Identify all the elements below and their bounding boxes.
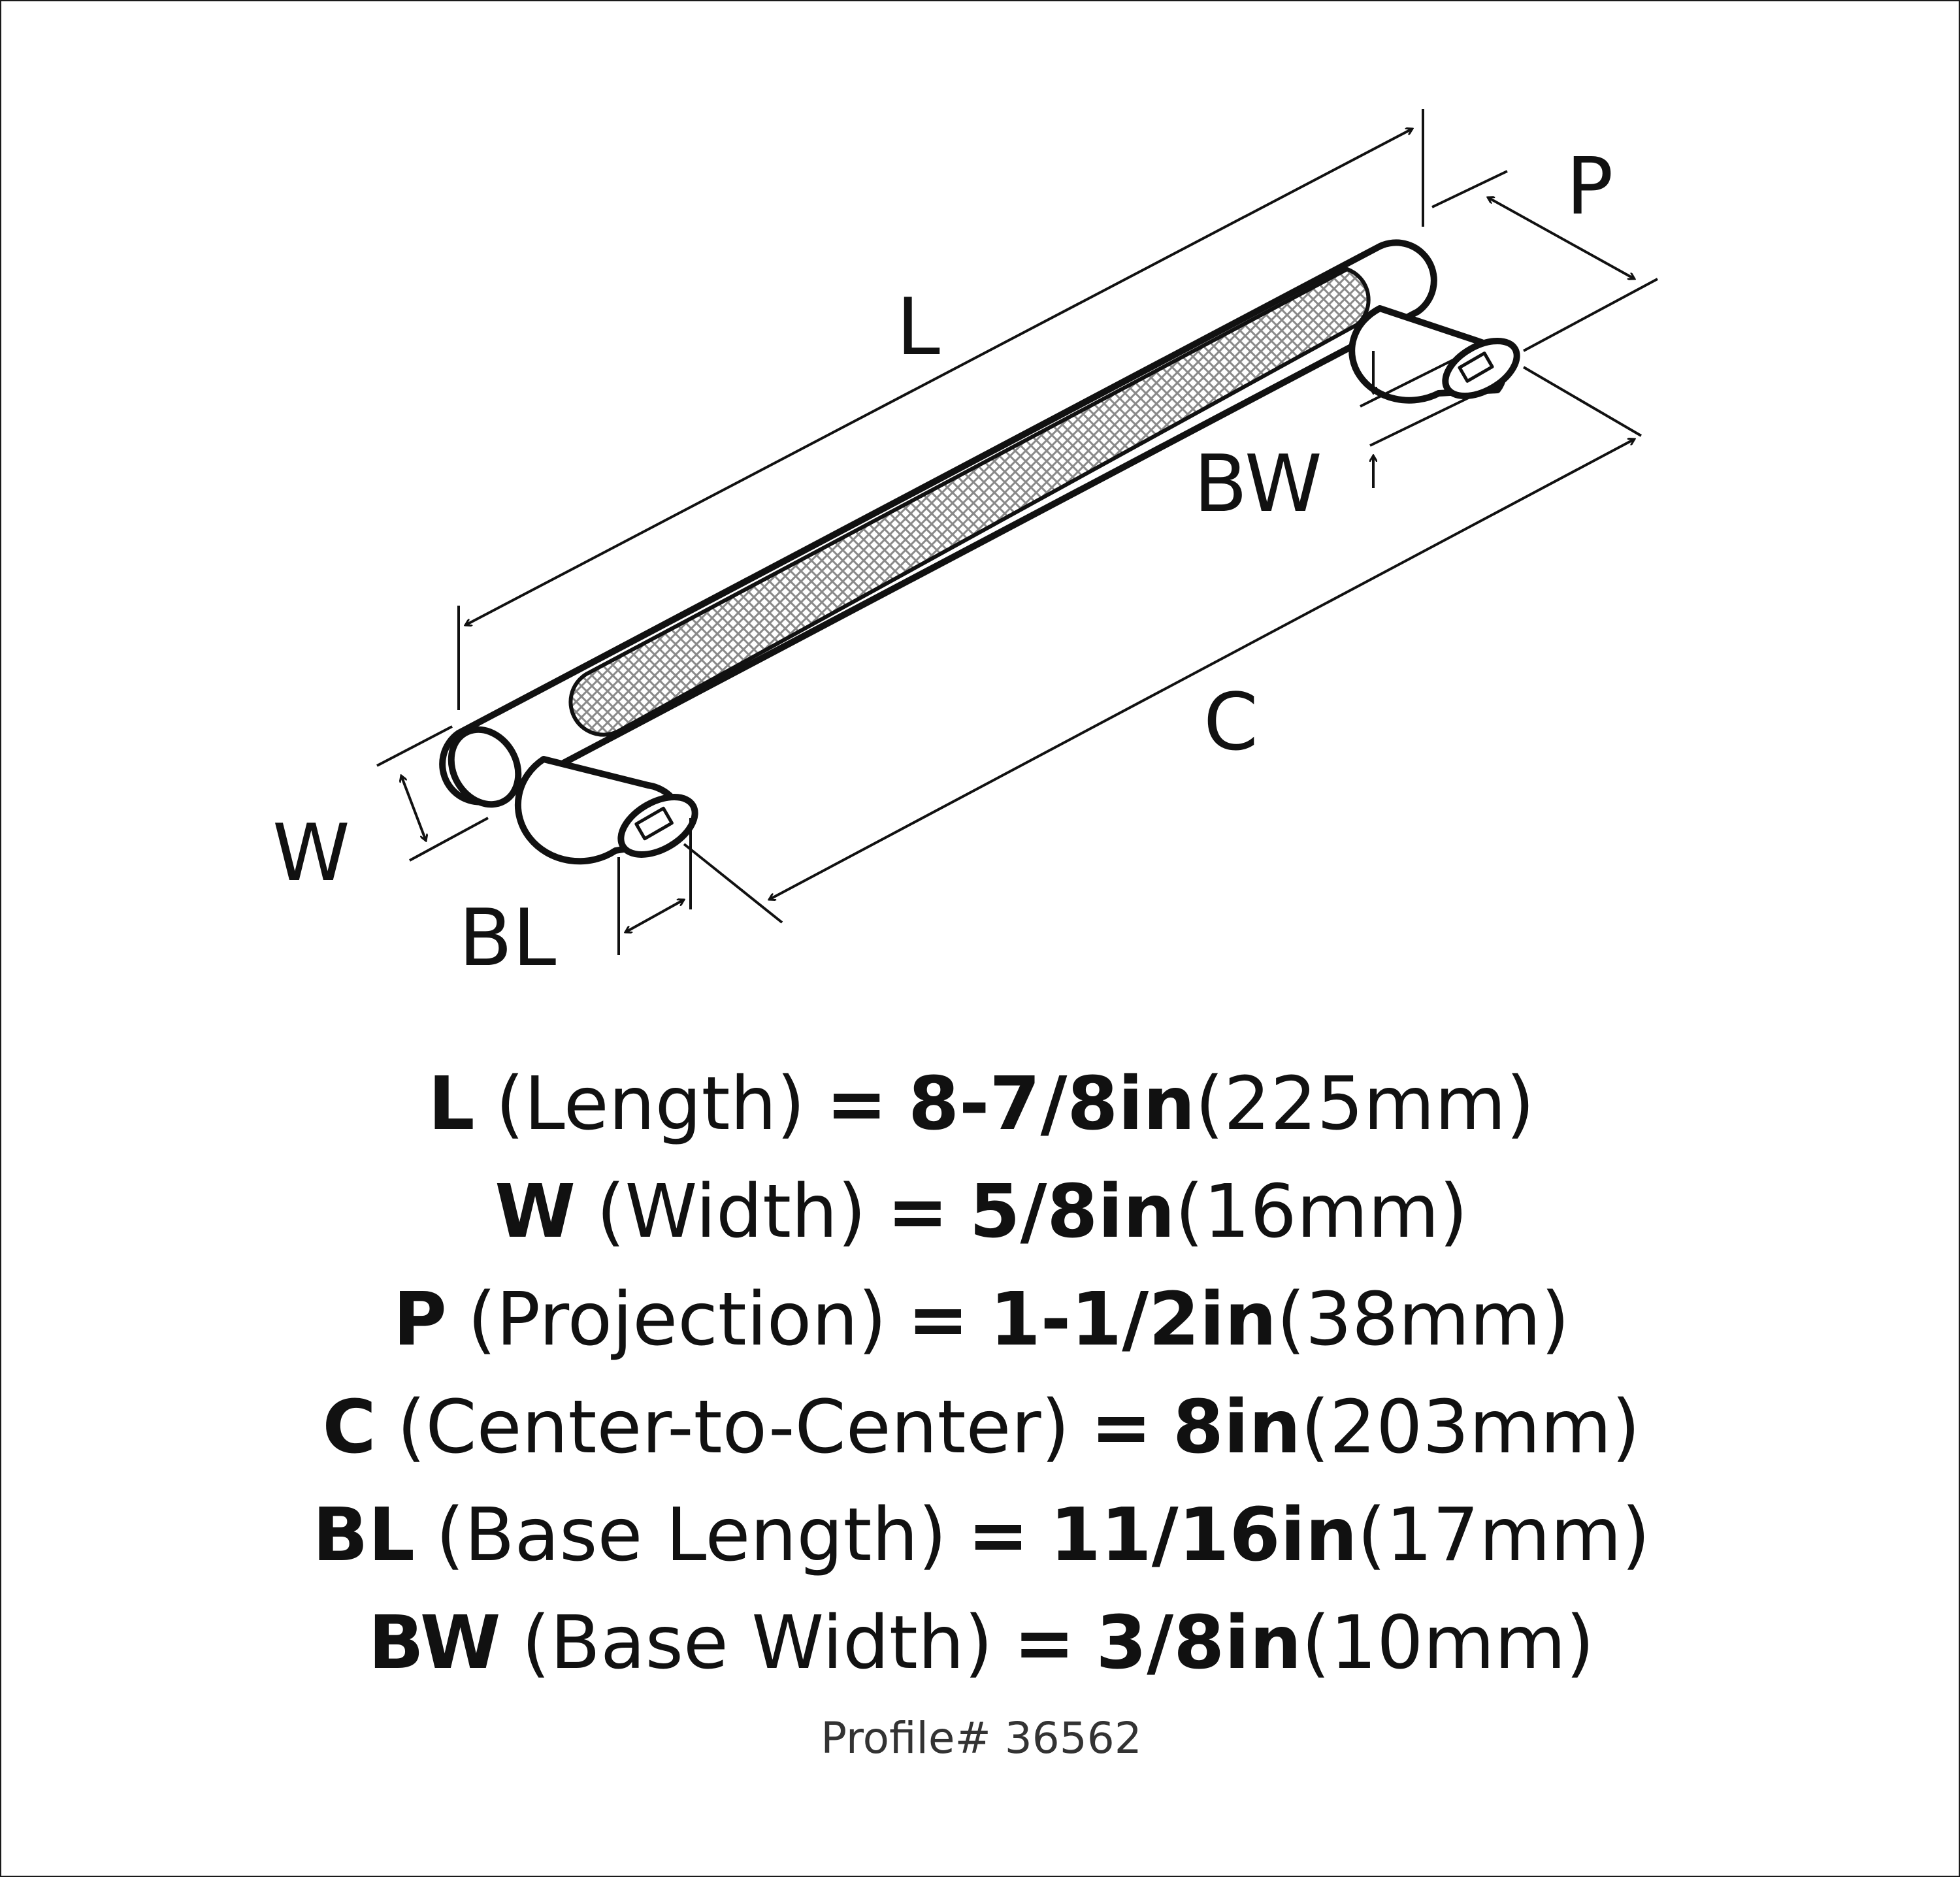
- right-base-slot: [1458, 351, 1494, 383]
- label-w: W: [272, 808, 350, 899]
- spec-row-base-width: BW (Base Width) = 3/8in (10mm): [1, 1589, 1960, 1697]
- spec-code: W: [495, 1169, 576, 1254]
- spec-code: P: [393, 1277, 447, 1362]
- spec-row-base-length: BL (Base Length) = 11/16in (17mm): [1, 1481, 1960, 1589]
- spec-imperial: 3/8in: [1096, 1600, 1302, 1686]
- spec-equals: =: [1090, 1384, 1152, 1470]
- spec-name: (Center-to-Center): [397, 1384, 1070, 1470]
- spec-name: (Base Width): [521, 1600, 993, 1686]
- bw-extension-top: [1360, 353, 1465, 408]
- dimension-spec-list: L (Length) = 8-7/8in (225mm) W (Width) =…: [1, 1050, 1960, 1697]
- p-extension-bottom: [1523, 278, 1658, 352]
- p-extension-top: [1431, 170, 1508, 208]
- spec-row-width: W (Width) = 5/8in (16mm): [1, 1158, 1960, 1265]
- l-dimension-arrow: [465, 129, 1413, 625]
- spec-name: (Projection): [467, 1277, 887, 1362]
- bw-extension-bottom: [1369, 392, 1478, 447]
- spec-imperial: 8-7/8in: [908, 1061, 1196, 1147]
- w-dimension-arrow: [401, 775, 426, 841]
- p-dimension-arrow: [1488, 197, 1635, 279]
- pull-handle-diagram: L P BW C W BL: [272, 109, 1658, 984]
- c-extension-left: [683, 843, 783, 924]
- spec-metric: (16mm): [1175, 1169, 1468, 1254]
- spec-name: (Width): [596, 1169, 866, 1254]
- c-extension-right: [1522, 366, 1642, 437]
- left-end-cap: [448, 726, 522, 808]
- label-bl: BL: [459, 893, 556, 984]
- spec-name: (Base Length): [436, 1492, 947, 1578]
- w-extension-bottom: [409, 817, 489, 862]
- label-p: P: [1566, 142, 1613, 233]
- spec-name: (Length): [495, 1061, 806, 1147]
- spec-imperial: 5/8in: [969, 1169, 1175, 1254]
- spec-imperial: 11/16in: [1049, 1492, 1358, 1578]
- spec-equals: =: [907, 1277, 969, 1362]
- dimension-labels: L P BW C W BL: [272, 142, 1613, 984]
- spec-imperial: 1-1/2in: [989, 1277, 1277, 1362]
- spec-metric: (225mm): [1195, 1061, 1535, 1147]
- spec-metric: (17mm): [1357, 1492, 1650, 1578]
- spec-row-center-to-center: C (Center-to-Center) = 8in (203mm): [1, 1373, 1960, 1481]
- spec-code: BL: [312, 1492, 415, 1578]
- spec-equals: =: [1013, 1600, 1075, 1686]
- label-c: C: [1203, 677, 1258, 768]
- spec-metric: (203mm): [1301, 1384, 1641, 1470]
- spec-metric: (38mm): [1277, 1277, 1570, 1362]
- label-l: L: [896, 282, 940, 373]
- spec-equals: =: [968, 1492, 1029, 1578]
- spec-code: C: [322, 1384, 376, 1470]
- dimension-lines: [376, 109, 1658, 955]
- spec-code: BW: [368, 1600, 501, 1686]
- profile-number: Profile# 36562: [821, 1713, 1142, 1763]
- spec-code: L: [428, 1061, 475, 1147]
- spec-imperial: 8in: [1173, 1384, 1301, 1470]
- spec-row-length: L (Length) = 8-7/8in (225mm): [1, 1050, 1960, 1158]
- spec-equals: =: [887, 1169, 949, 1254]
- left-base-slot: [634, 806, 674, 841]
- c-dimension-arrow: [769, 439, 1635, 900]
- spec-row-projection: P (Projection) = 1-1/2in (38mm): [1, 1265, 1960, 1373]
- spec-equals: =: [826, 1061, 888, 1147]
- label-bw: BW: [1194, 439, 1322, 530]
- w-extension-top: [376, 725, 453, 767]
- bl-dimension-arrow: [625, 900, 684, 932]
- spec-metric: (10mm): [1301, 1600, 1595, 1686]
